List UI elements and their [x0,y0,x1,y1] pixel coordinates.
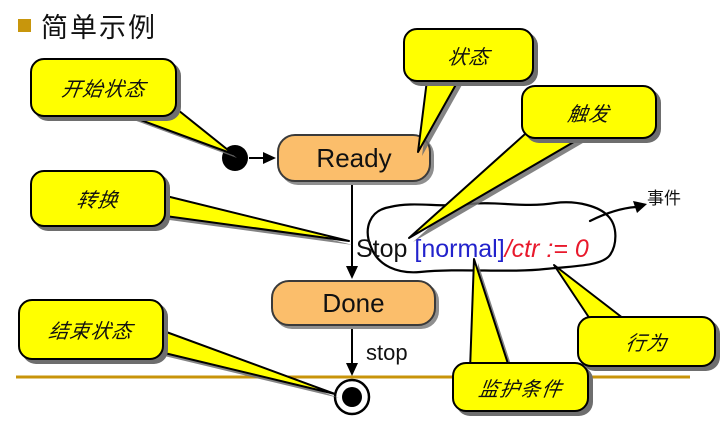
arrowhead-ready-to-done [346,266,358,279]
end-state-callout-tail [149,325,336,395]
transition-callout-tail [157,193,350,242]
behavior-callout-label: 行为 [623,333,669,355]
start-state-callout: 开始状态 [30,58,177,117]
title-bullet-icon [18,19,31,32]
behavior-callout-tail [553,264,629,323]
guard-callout-tail [469,258,511,371]
transition-guard-text: [normal] [414,235,505,263]
slide-title-row: 简单示例 [18,6,157,45]
trigger-callout: 触发 [521,85,657,139]
end-state-callout-label: 结束状态 [47,321,135,343]
state-done: Done [271,280,436,326]
start-state-callout-label: 开始状态 [59,79,147,101]
state-callout-label: 状态 [445,46,491,69]
state-done-label: Done [322,287,385,318]
stop-event-label: stop [366,340,408,365]
state-callout-tail [417,71,464,153]
end-state-callout: 结束状态 [18,299,164,360]
final-state-inner-dot [342,387,362,407]
state-callout: 状态 [403,28,534,82]
guard-condition-callout-label: 监护条件 [476,378,564,401]
trigger-callout-label: 触发 [566,103,612,126]
transition-label: Stop [normal]/ctr := 0 [356,235,589,264]
behavior-callout: 行为 [577,316,716,367]
trigger-callout-tail [408,125,585,239]
arrowhead-initial-to-ready [263,152,276,164]
state-ready-label: Ready [316,142,392,173]
transition-action-text: /ctr := 0 [504,235,589,263]
event-pointer-arrowhead [633,201,647,213]
transition-trigger-text: Stop [356,235,415,263]
transition-callout: 转换 [30,170,166,227]
event-label: 事件 [647,189,681,208]
freeform-loop-annotation [366,201,617,274]
state-ready: Ready [277,134,431,182]
guard-condition-callout: 监护条件 [452,362,589,412]
transition-callout-label: 转换 [75,190,121,212]
arrowhead-done-to-final [346,363,358,376]
slide-title: 简单示例 [41,13,157,43]
event-pointer-curve [588,205,638,223]
